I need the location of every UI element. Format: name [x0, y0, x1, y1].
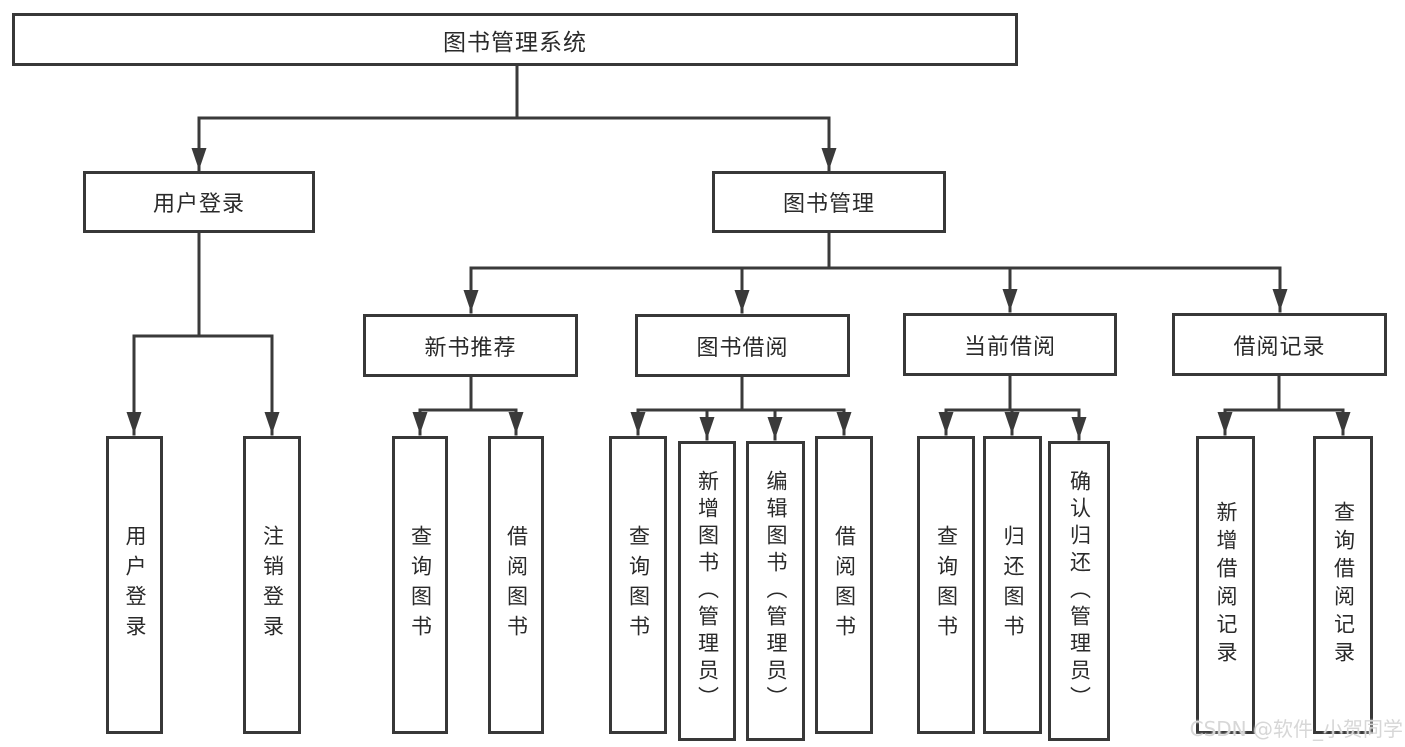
leaf-add-book-admin: 新增图书（管理员）	[678, 441, 736, 741]
node-current-borrow-label: 当前借阅	[963, 334, 1056, 360]
node-root-label: 图书管理系统	[443, 29, 587, 56]
leaf-edit-book-admin: 编辑图书（管理员）	[746, 441, 805, 741]
leaf-label: 注销登录	[260, 525, 285, 645]
leaf-label: 用户登录	[123, 525, 147, 645]
leaf-label: 借阅图书	[504, 525, 529, 645]
node-new-book-recommend-label: 新书推荐	[424, 335, 517, 361]
leaf-confirm-return-admin: 确认归还（管理员）	[1048, 441, 1110, 741]
leaf-borrow-books-borrow: 借阅图书	[815, 436, 873, 734]
leaf-query-books-current: 查询图书	[917, 436, 975, 734]
leaf-label: 查询图书	[408, 525, 433, 645]
leaf-label: 归还图书	[1001, 525, 1025, 645]
node-new-book-recommend: 新书推荐	[363, 314, 578, 377]
leaf-label: 借阅图书	[832, 525, 857, 645]
leaf-borrow-books-recommend: 借阅图书	[488, 436, 544, 734]
csdn-watermark: CSDN @软件_小贺同学	[1189, 717, 1403, 741]
leaf-return-book: 归还图书	[983, 436, 1042, 734]
leaf-logout: 注销登录	[243, 436, 301, 734]
node-book-borrow: 图书借阅	[635, 314, 850, 377]
node-book-borrow-label: 图书借阅	[696, 335, 789, 361]
node-borrow-records-label: 借阅记录	[1233, 334, 1326, 360]
node-user-login: 用户登录	[83, 171, 315, 233]
node-book-management: 图书管理	[712, 171, 946, 233]
leaf-add-borrow-record: 新增借阅记录	[1196, 436, 1255, 734]
leaf-query-books-recommend: 查询图书	[392, 436, 448, 734]
leaf-label: 查询借阅记录	[1331, 501, 1356, 669]
node-book-management-label: 图书管理	[782, 192, 875, 217]
node-borrow-records: 借阅记录	[1172, 313, 1387, 376]
leaf-query-books-borrow: 查询图书	[609, 436, 667, 734]
node-current-borrow: 当前借阅	[903, 313, 1117, 376]
leaf-label: 新增借阅记录	[1214, 501, 1238, 669]
node-user-login-label: 用户登录	[152, 192, 245, 217]
node-root: 图书管理系统	[12, 13, 1018, 66]
leaf-query-borrow-record: 查询借阅记录	[1313, 436, 1373, 734]
leaf-user-login: 用户登录	[106, 436, 163, 734]
leaf-label: 编辑图书（管理员）	[764, 469, 788, 713]
leaf-label: 新增图书（管理员）	[695, 469, 720, 713]
leaf-label: 确认归还（管理员）	[1067, 469, 1092, 713]
leaf-label: 查询图书	[934, 525, 959, 645]
leaf-label: 查询图书	[626, 525, 651, 645]
